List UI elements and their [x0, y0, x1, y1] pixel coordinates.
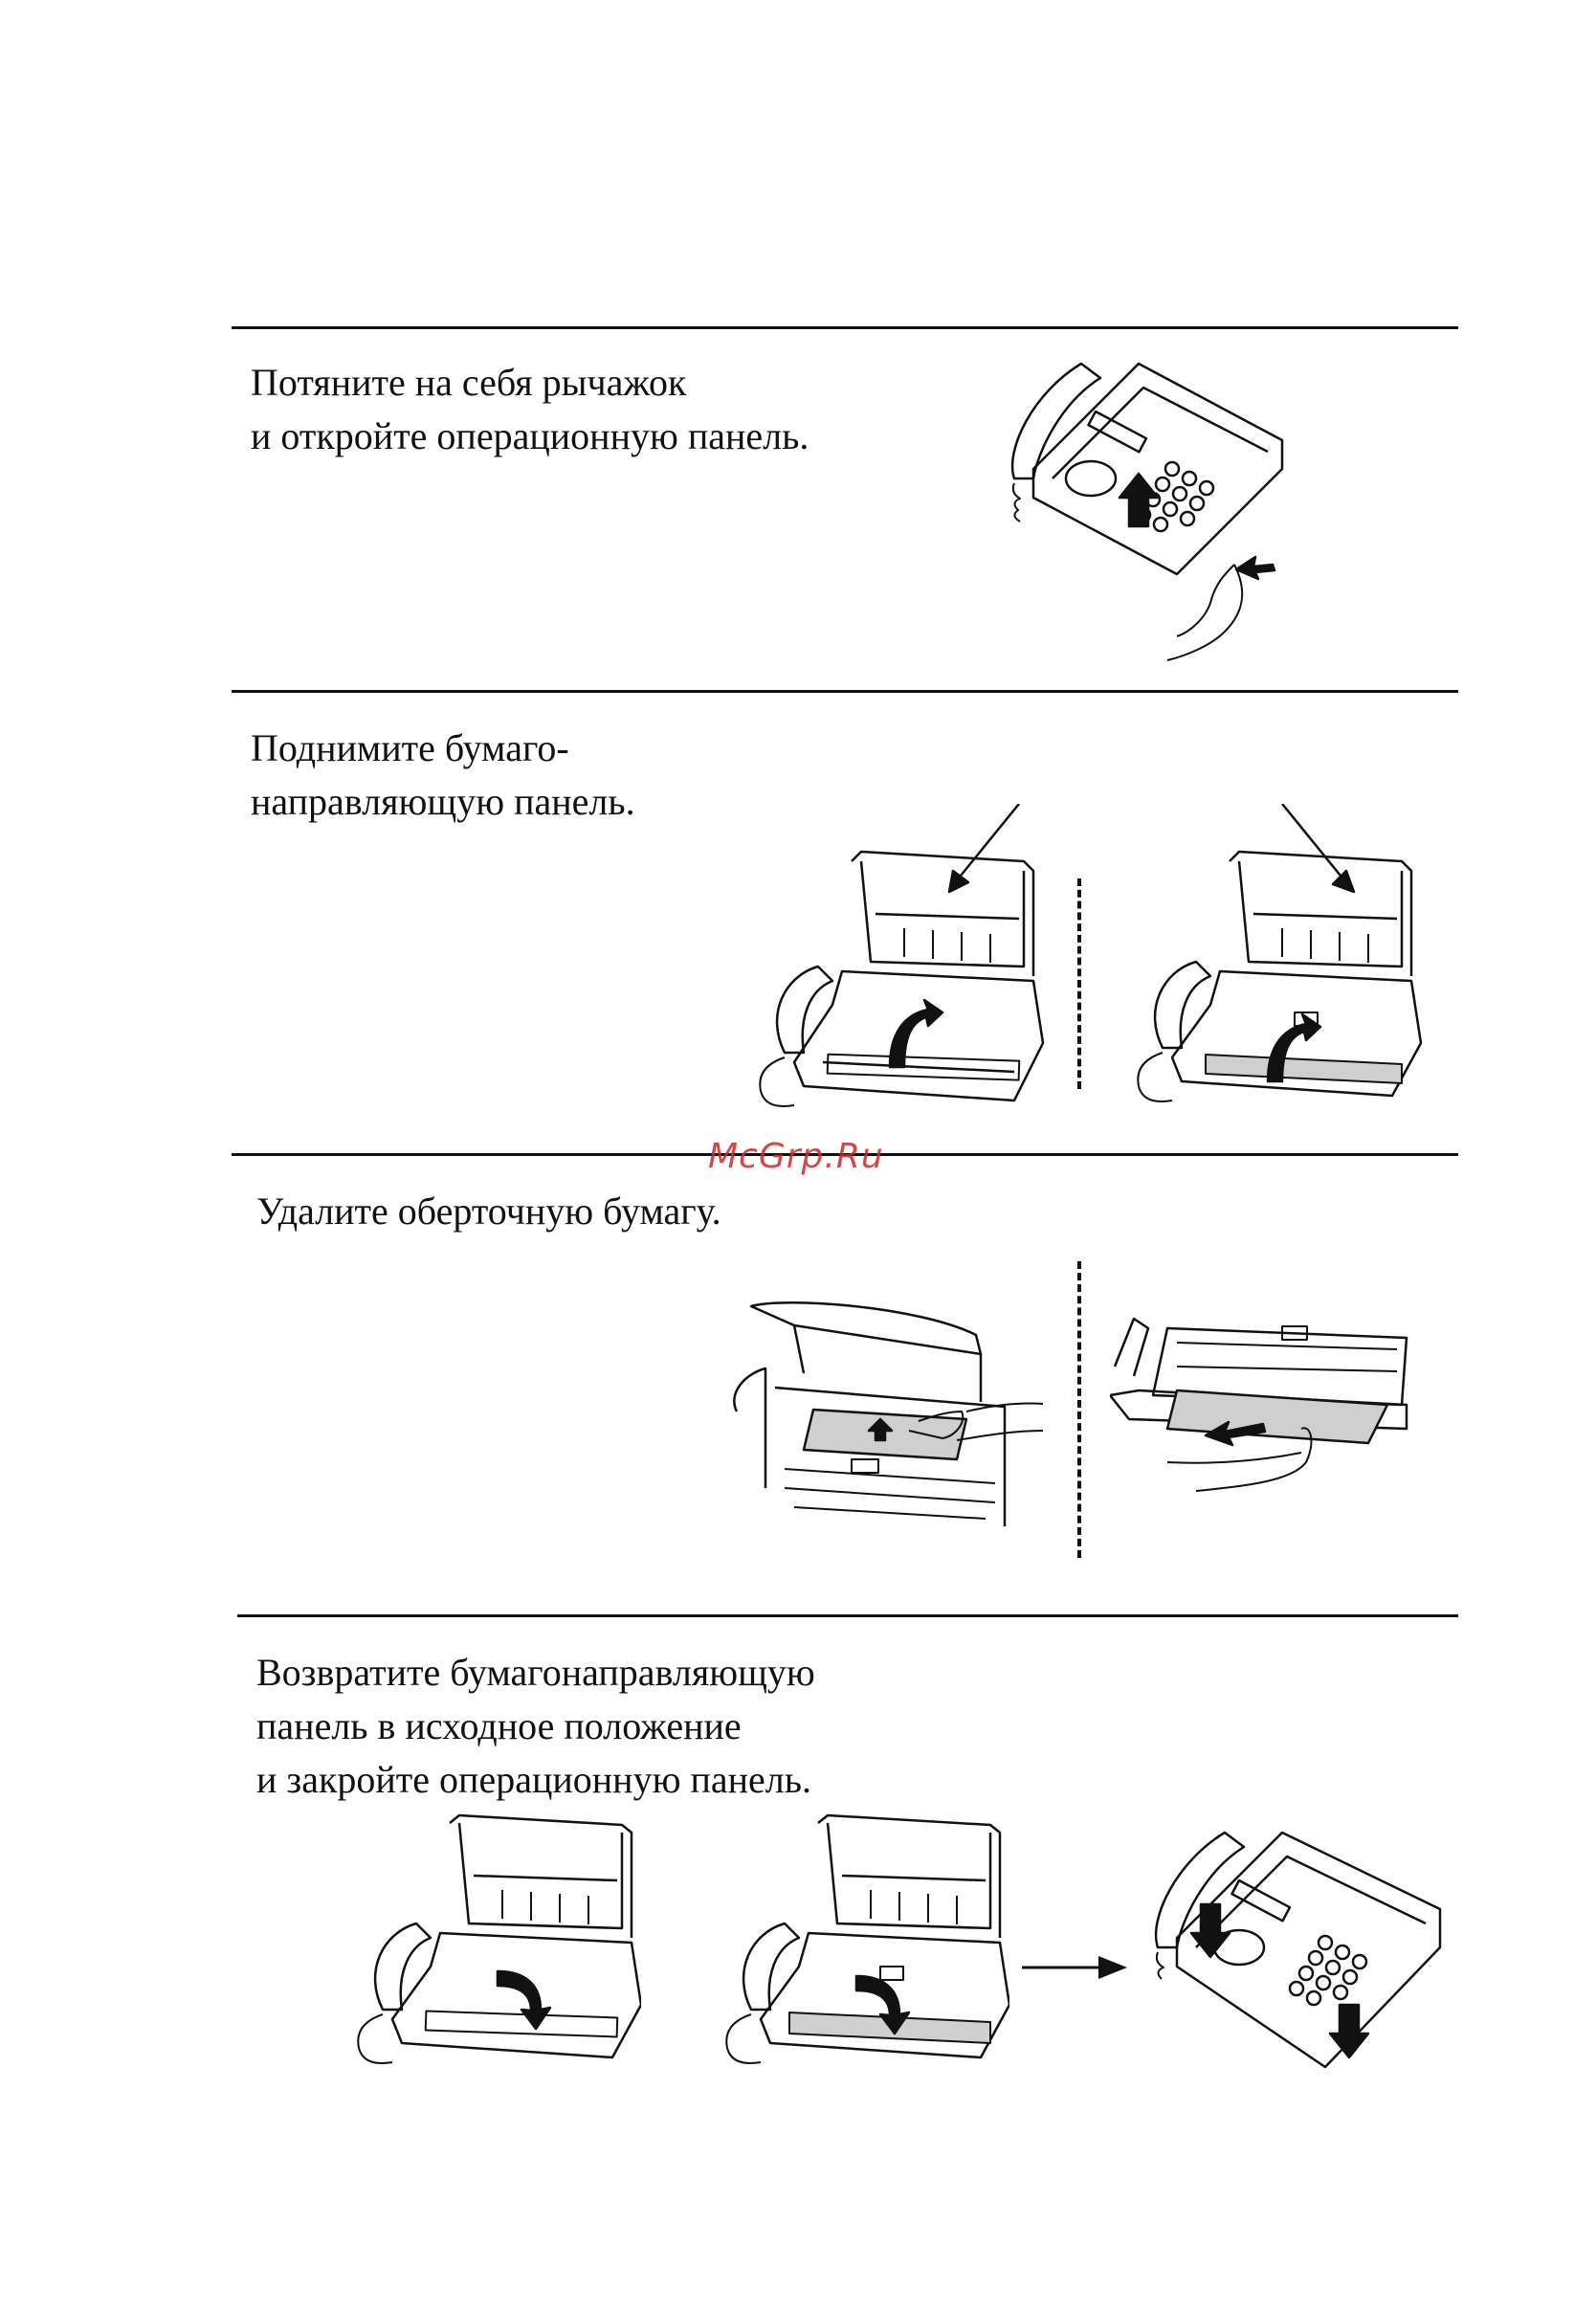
step-4-figure-3: [1143, 1823, 1450, 2081]
step-1-text: Потяните на себя рычажок и откройте опер…: [251, 356, 809, 463]
step-4-figure-2: [703, 1813, 1009, 2081]
section-rule-2: [232, 690, 1458, 693]
section-rule-4: [237, 1614, 1458, 1617]
watermark: McGrp.Ru: [708, 1137, 884, 1176]
step-3-divider: [1077, 1261, 1081, 1558]
step-3-figure-left: [727, 1297, 1053, 1545]
step-4-text: Возвратите бумагонаправляющую панель в и…: [256, 1646, 815, 1807]
step-3-text: Удалите оберточную бумагу.: [256, 1185, 721, 1238]
step-2-figure-left: [727, 804, 1062, 1129]
step-3-figure-right: [1110, 1309, 1416, 1520]
step-4-figure-1: [335, 1813, 641, 2081]
step-1-figure: [995, 345, 1301, 670]
section-rule-1: [232, 326, 1458, 329]
step-4-next-arrow: [1022, 1948, 1127, 1987]
step-2-text: Поднимите бумаго- направляющую панель.: [251, 722, 635, 829]
step-2-figure-right: [1115, 804, 1440, 1129]
step-2-divider: [1077, 878, 1081, 1089]
